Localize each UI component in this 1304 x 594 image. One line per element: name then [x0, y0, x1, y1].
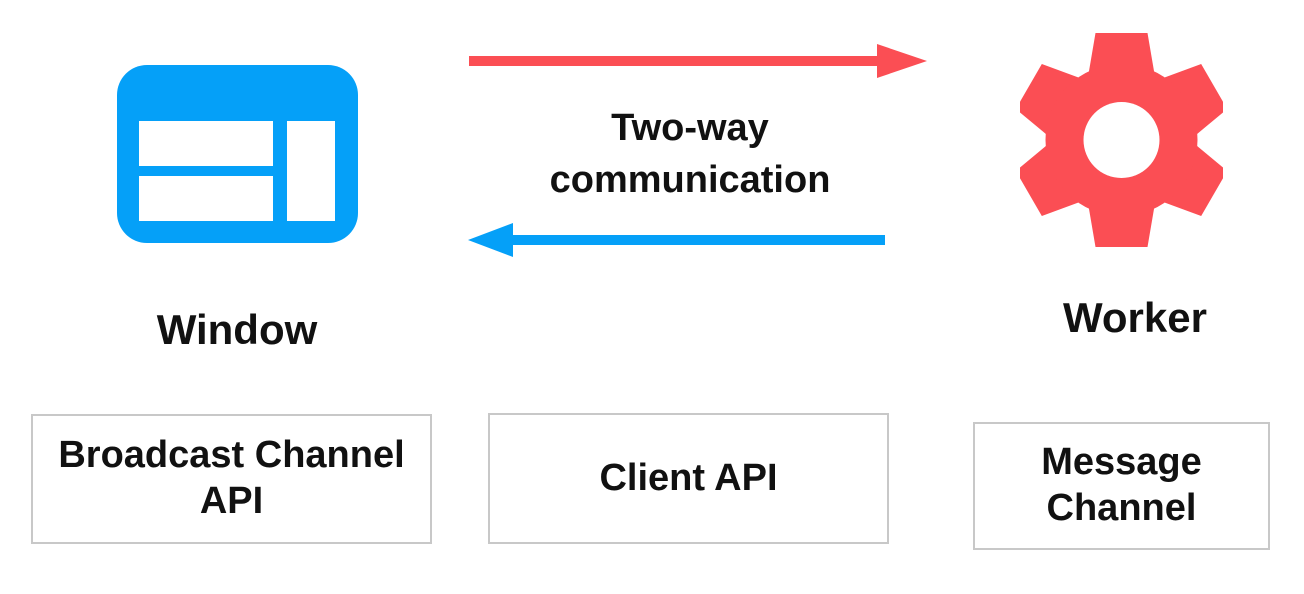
window-label: Window	[156, 306, 318, 353]
worker-label: Worker	[1063, 294, 1207, 341]
box-client-api: Client API	[488, 413, 889, 544]
box-broadcast-channel-api: Broadcast Channel API	[31, 414, 432, 544]
browser-window-icon	[117, 65, 358, 243]
connection-label: Two-way communication	[549, 107, 831, 202]
box-message-channel: Message Channel	[973, 422, 1270, 550]
channel-box-label: Client API	[599, 456, 778, 499]
arrow-to-worker-icon	[469, 44, 927, 78]
arrow-to-window-icon	[468, 223, 885, 257]
channel-box-label: Broadcast Channel API	[58, 434, 405, 522]
channel-box-label: Message Channel	[1041, 441, 1202, 529]
gear-icon	[1020, 33, 1223, 247]
